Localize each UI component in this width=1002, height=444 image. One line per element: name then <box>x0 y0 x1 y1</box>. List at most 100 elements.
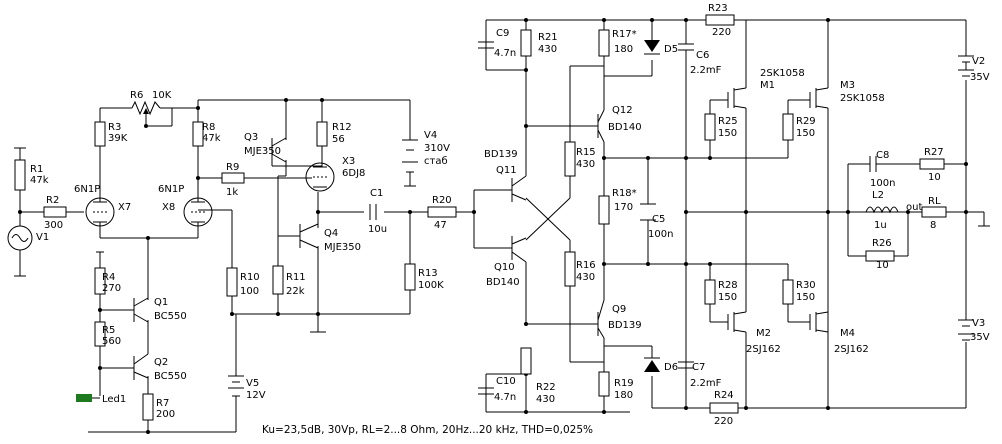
label-out: out <box>906 202 922 213</box>
label-x3-ref: X3 <box>342 156 355 167</box>
label-q10-type: BD140 <box>486 277 520 288</box>
label-r11-value: 22k <box>286 286 305 297</box>
label-q3-type: MJE350 <box>244 146 281 157</box>
resistor-r20 <box>427 206 457 218</box>
label-r3-ref: R3 <box>108 122 121 133</box>
label-r25-ref: R25 <box>718 116 738 127</box>
label-r7-ref: R7 <box>156 398 169 409</box>
resistor-r12 <box>316 121 328 147</box>
label-c10-value: 4.7n <box>494 392 516 403</box>
label-m1-type: 2SK1058 <box>760 68 805 79</box>
resistor-r8 <box>192 121 204 147</box>
label-c8-ref: C8 <box>876 150 889 161</box>
label-r30-ref: R30 <box>796 280 816 291</box>
label-r3-value: 39K <box>108 133 128 144</box>
label-m1-ref: M1 <box>760 80 775 91</box>
label-r8-ref: R8 <box>202 122 215 133</box>
label-r21-value: 430 <box>538 44 557 55</box>
label-r22-value: 430 <box>536 394 555 405</box>
resistor-r2 <box>43 206 67 218</box>
label-c6-ref: C6 <box>696 50 709 61</box>
resistor-r15 <box>564 141 576 177</box>
label-r26-value: 10 <box>876 260 889 271</box>
label-q2-ref: Q2 <box>154 357 168 368</box>
label-r19-ref: R19 <box>614 378 634 389</box>
resistor-rl <box>921 206 947 218</box>
resistor-r13 <box>404 263 416 291</box>
signal-source-v1 <box>7 225 33 251</box>
label-q10-ref: Q10 <box>494 262 515 273</box>
label-r20-ref: R20 <box>432 195 452 206</box>
label-q4-type: MJE350 <box>324 242 361 253</box>
tube-x7 <box>85 196 115 228</box>
label-v5-ref: V5 <box>246 378 259 389</box>
label-q9-ref: Q9 <box>612 304 626 315</box>
label-m4-type: 2SJ162 <box>834 344 869 355</box>
resistor-r27 <box>919 158 945 170</box>
spec-caption: Ku=23,5dB, 30Vp, RL=2...8 Ohm, 20Hz...20… <box>262 424 593 436</box>
label-r20-value: 47 <box>434 220 447 231</box>
transistor-q3 <box>271 137 287 163</box>
label-c7-ref: C7 <box>692 362 705 373</box>
resistor-r26 <box>865 250 895 262</box>
resistor-r16 <box>564 251 576 287</box>
label-q4-ref: Q4 <box>324 228 338 239</box>
label-r13-ref: R13 <box>418 268 438 279</box>
label-v4-ref: V4 <box>424 130 437 141</box>
label-rl-value: 8 <box>930 220 936 231</box>
label-c1-ref: C1 <box>370 188 383 199</box>
resistor-r22 <box>520 347 532 375</box>
label-r5-value: 560 <box>102 336 121 347</box>
label-r9-value: 1k <box>226 187 238 198</box>
diode-d6 <box>644 360 660 372</box>
label-l2-value: 1u <box>874 220 887 231</box>
label-q1-type: BC550 <box>154 311 187 322</box>
label-m2-type: 2SJ162 <box>746 344 781 355</box>
label-r26-ref: R26 <box>872 238 892 249</box>
transistor-q12 <box>597 109 605 143</box>
label-v1-ref: V1 <box>36 232 49 243</box>
label-r10-ref: R10 <box>240 272 260 283</box>
label-q12-type: BD140 <box>608 122 642 133</box>
label-r7-value: 200 <box>156 409 175 420</box>
label-r6-value: 10K <box>152 90 172 101</box>
resistor-r1 <box>14 159 26 191</box>
label-r18-value: 170 <box>614 202 633 213</box>
label-r28-value: 150 <box>718 292 737 303</box>
label-r29-ref: R29 <box>796 116 816 127</box>
label-c1-value: 10u <box>368 224 387 235</box>
sources <box>7 55 974 397</box>
label-m2-ref: M2 <box>756 328 771 339</box>
potentiometer-r6 <box>131 100 161 116</box>
label-c5-value: 100n <box>648 229 673 240</box>
label-c9-ref: C9 <box>496 28 509 39</box>
tube-x8 <box>183 196 213 228</box>
transistor-q1 <box>133 297 149 323</box>
label-r17-value: 180 <box>614 44 633 55</box>
label-r25-value: 150 <box>718 128 737 139</box>
label-q3-ref: Q3 <box>244 132 258 143</box>
label-m3-type: 2SK1058 <box>840 93 885 104</box>
transistor-q4 <box>299 223 319 249</box>
label-v5-value: 12V <box>246 390 266 401</box>
label-r27-value: 10 <box>928 172 941 183</box>
resistor-r3 <box>94 121 106 147</box>
resistor-r17 <box>598 29 610 57</box>
ground-symbols <box>14 147 990 333</box>
label-d5-ref: D5 <box>664 44 678 55</box>
label-r2-value: 300 <box>44 220 63 231</box>
wires-right <box>473 19 985 413</box>
resistor-r11 <box>272 265 284 295</box>
resistor-r21 <box>520 29 532 57</box>
label-rl-ref: RL <box>928 196 941 207</box>
transistors <box>133 87 829 380</box>
label-r9-ref: R9 <box>226 162 239 173</box>
labels: R1 47k R2 300 V1 R3 39K R6 10K R8 47k 6N… <box>30 3 990 436</box>
tubes <box>85 162 335 228</box>
resistors <box>14 14 947 421</box>
resistor-r24 <box>709 402 739 414</box>
label-r24-ref: R24 <box>714 390 734 401</box>
wires-left <box>19 107 312 433</box>
label-r15-value: 430 <box>576 159 595 170</box>
label-r22-ref: R22 <box>536 382 556 393</box>
